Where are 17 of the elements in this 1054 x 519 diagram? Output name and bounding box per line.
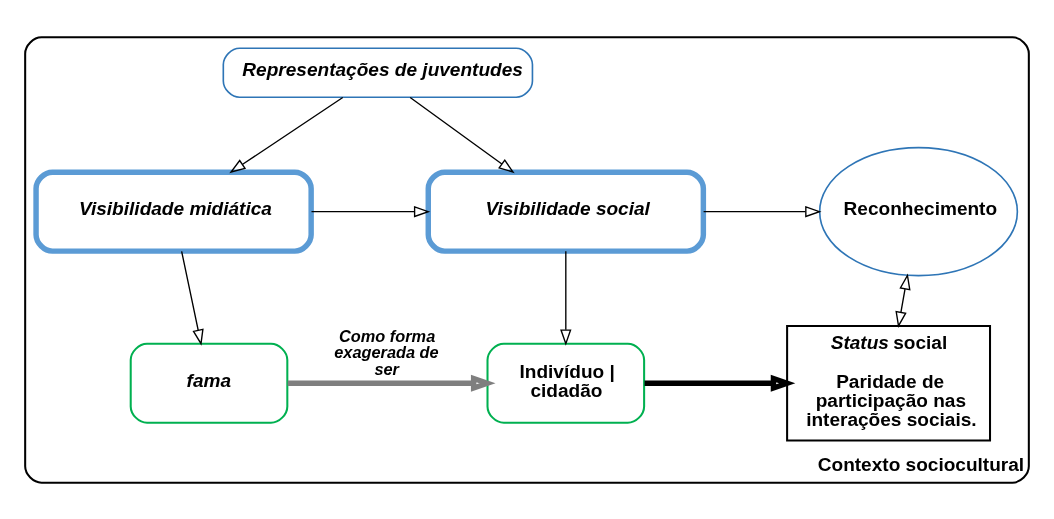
arrow	[895, 272, 911, 328]
node-box: Visibilidade social	[425, 168, 707, 254]
node-box: Representações de juventudes	[222, 46, 534, 98]
node-box: Visibilidade midiática	[33, 168, 314, 254]
node-box: Indivíduo | cidadão	[486, 342, 646, 424]
arrow	[409, 96, 515, 173]
arrow	[229, 96, 344, 173]
arrow	[702, 205, 822, 217]
arrow	[180, 250, 204, 346]
arrow	[560, 250, 572, 346]
node-ellipse: Reconhecimento	[818, 146, 1019, 276]
arrow	[644, 374, 796, 392]
node-box: Status social Paridade de participação nas interações sociais.	[786, 324, 992, 441]
arrow	[287, 374, 496, 392]
arrow	[310, 205, 431, 217]
node-box: fama	[129, 342, 289, 424]
edge-label: Como forma exagerada de ser	[334, 326, 439, 378]
